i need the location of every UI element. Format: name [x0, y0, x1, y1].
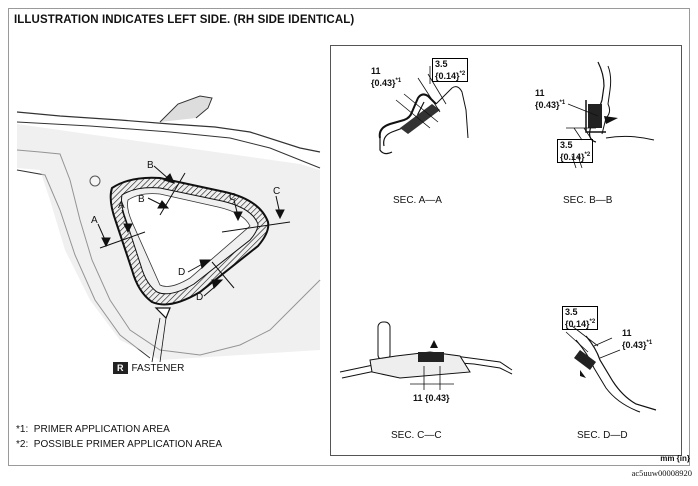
sec-bb-dim1: 11 {0.43}*1 [535, 88, 565, 110]
sec-cc-label: SEC. C—C [391, 430, 442, 441]
figure-title: ILLUSTRATION INDICATES LEFT SIDE. (RH SI… [14, 14, 355, 26]
sec-bb-dim2-inch: {0.14} [560, 152, 585, 162]
cut-label-a-outer: A [91, 215, 98, 226]
cut-label-c-outer: C [273, 186, 281, 197]
sec-dd-dim1-mark: *1 [646, 340, 653, 346]
note-2: *2: POSSIBLE PRIMER APPLICATION AREA [16, 439, 222, 450]
cut-label-b-inner: B [138, 194, 145, 205]
sec-bb-dim1-value: 11 [535, 88, 545, 98]
sec-dd-dim2-value: 3.5 [565, 307, 578, 317]
note-2-text: POSSIBLE PRIMER APPLICATION AREA [33, 439, 223, 450]
sec-aa-dim1-mark: *1 [395, 78, 402, 84]
note-2-mark: *2: [16, 439, 29, 450]
unit-label: mm {in} [660, 454, 690, 463]
cut-label-a-inner: A [118, 200, 125, 211]
sec-bb-dim2-mark: *2 [584, 152, 591, 158]
sec-bb-dim1-inch: {0.43} [535, 100, 560, 110]
sec-aa-label: SEC. A—A [393, 195, 442, 206]
figure-frame [8, 8, 690, 466]
sec-dd-dim2-mark: *2 [589, 319, 596, 325]
sec-aa-dim2-value: 3.5 [435, 59, 448, 69]
cut-label-d-inner: D [178, 267, 186, 278]
sec-bb-dim1-mark: *1 [559, 100, 566, 106]
sec-bb-dim2: 3.5 {0.14}*2 [557, 139, 594, 163]
fastener-callout: R FASTENER [113, 362, 184, 374]
cut-label-b-outer: B [147, 160, 154, 171]
cut-label-d-outer: D [196, 292, 204, 303]
sec-bb-dim2-value: 3.5 [560, 140, 573, 150]
sec-dd-dim1-value: 11 [622, 328, 632, 338]
sec-cc-dim1: 11 {0.43} [413, 393, 450, 403]
sec-dd-dim1: 11 {0.43}*1 [622, 328, 652, 350]
sec-dd-dim1-inch: {0.43} [622, 340, 647, 350]
cut-label-c-inner: C [229, 192, 237, 203]
sec-aa-dim2-mark: *2 [459, 71, 466, 77]
sec-dd-label: SEC. D—D [577, 430, 628, 441]
sec-aa-dim1: 11 {0.43}*1 [371, 66, 401, 88]
fastener-badge: R [113, 362, 128, 374]
sec-bb-label: SEC. B—B [563, 195, 613, 206]
note-1-mark: *1: [16, 424, 29, 435]
fastener-label: FASTENER [131, 362, 185, 374]
figure-code: ac5uuw00008920 [631, 468, 692, 478]
sec-aa-dim1-value: 11 [371, 66, 381, 76]
note-1-text: PRIMER APPLICATION AREA [33, 424, 170, 435]
sec-dd-dim2-inch: {0.14} [565, 319, 590, 329]
section-views-panel [330, 45, 682, 456]
sec-aa-dim2: 3.5 {0.14}*2 [432, 58, 469, 82]
sec-dd-dim2: 3.5 {0.14}*2 [562, 306, 599, 330]
note-1: *1: PRIMER APPLICATION AREA [16, 424, 170, 435]
sec-aa-dim1-inch: {0.43} [371, 78, 396, 88]
sec-aa-dim2-inch: {0.14} [435, 71, 460, 81]
